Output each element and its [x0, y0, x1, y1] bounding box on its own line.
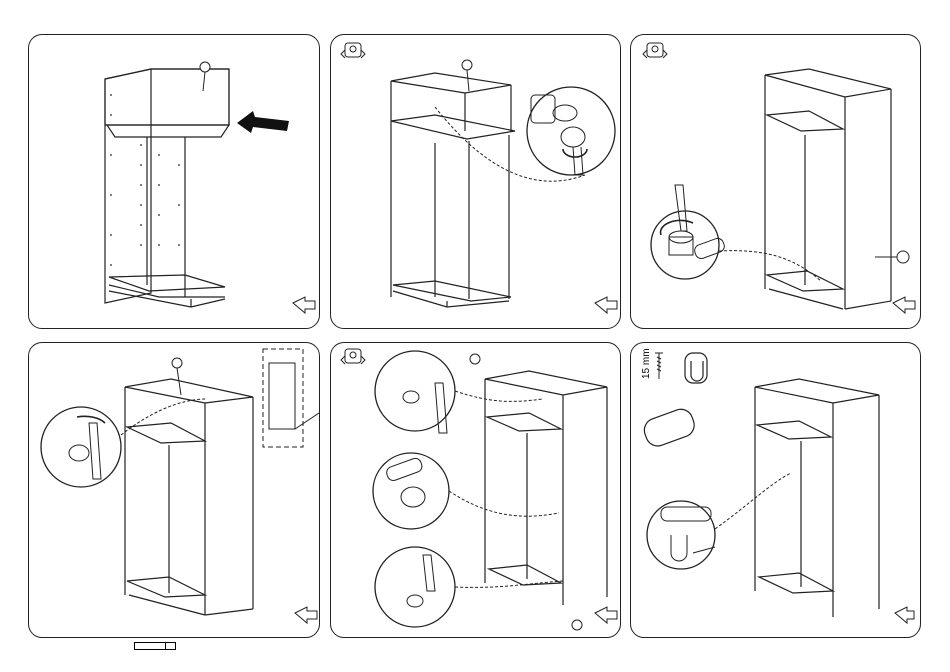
next-step-arrow-icon — [595, 297, 617, 313]
footer-scale-bar — [134, 642, 176, 650]
step-3-illustration — [631, 35, 921, 329]
shelf-support-icon — [685, 353, 707, 383]
next-step-arrow-icon — [895, 607, 914, 623]
step-1-illustration — [29, 35, 320, 329]
step-panel-2 — [330, 34, 621, 329]
step-panel-5 — [330, 342, 621, 638]
screw-length-label: 15 mm — [641, 348, 652, 379]
cam-lock-icon — [341, 349, 365, 364]
screw-icon — [655, 353, 663, 379]
step-6-illustration: 15 mm — [631, 343, 921, 638]
step-panel-6: 15 mm — [630, 342, 921, 638]
step-panel-1 — [28, 34, 320, 329]
cam-lock-icon — [341, 43, 365, 58]
step-4-illustration — [29, 343, 320, 638]
step-2-illustration — [331, 35, 621, 329]
step-panel-3 — [630, 34, 921, 329]
step-panel-4 — [28, 342, 320, 638]
next-step-arrow-icon — [595, 607, 617, 623]
next-step-arrow-icon — [295, 607, 317, 623]
cam-lock-icon — [643, 43, 667, 58]
next-step-arrow-icon — [893, 297, 915, 313]
step-5-illustration — [331, 343, 621, 638]
next-step-arrow-icon — [293, 297, 315, 313]
